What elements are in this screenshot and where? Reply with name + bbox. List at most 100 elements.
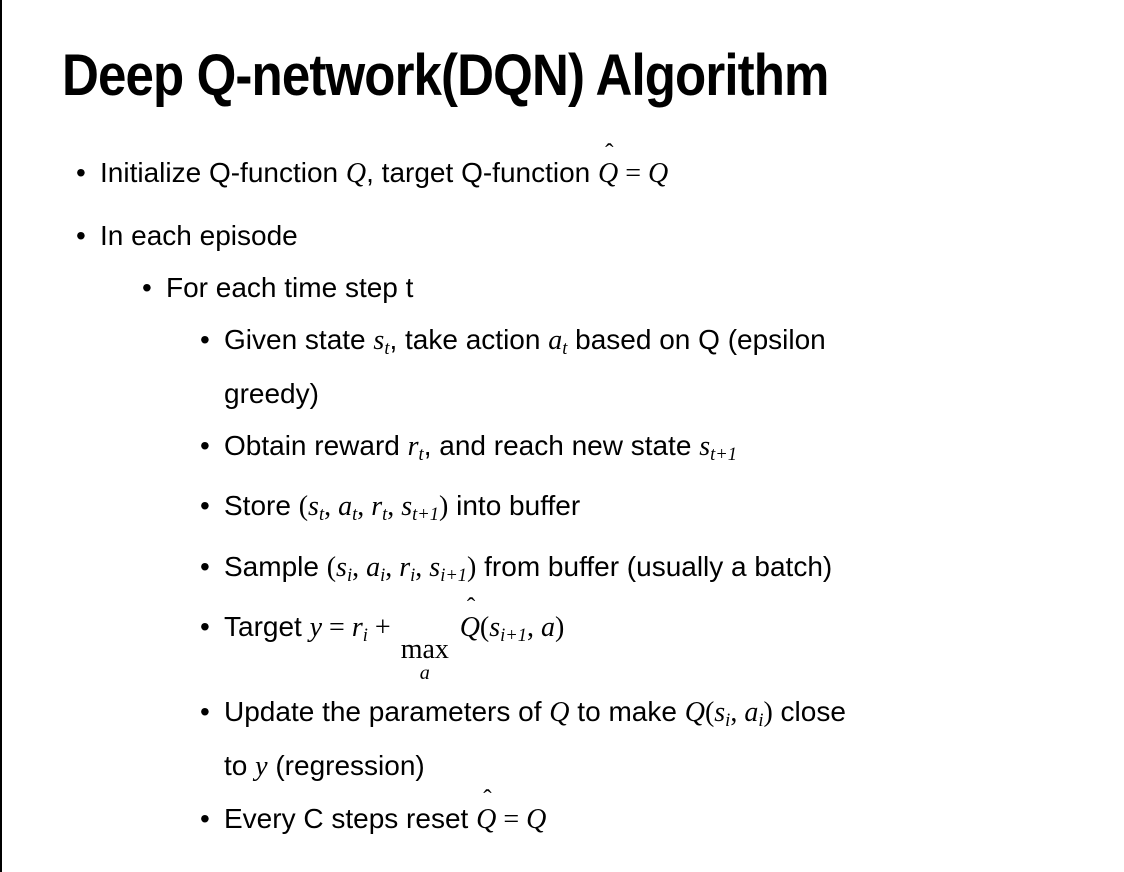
text-segment: to make xyxy=(569,696,685,728)
math-sub: i xyxy=(758,710,764,731)
math-symbol-segment: ( xyxy=(298,491,309,523)
bullet-icon: • xyxy=(200,696,210,728)
math-subscript-segment: st+1 xyxy=(401,490,439,524)
math-subscript-segment: st+1 xyxy=(699,430,737,465)
math-sub: i+1 xyxy=(500,624,527,645)
math-subscript-segment: st xyxy=(373,324,389,358)
bullet-item: •Update the parameters of Q to make Q(si… xyxy=(2,689,1114,790)
hat-icon: ˆ xyxy=(605,139,614,167)
math-segment: y xyxy=(309,611,323,643)
text-line: Given state st, take action at based on … xyxy=(224,317,1114,371)
text-segment: , and reach new state xyxy=(423,430,700,462)
text-segment: Sample xyxy=(224,550,327,582)
math-base: s xyxy=(308,491,319,523)
math-subscript-segment: si+1 xyxy=(429,551,468,585)
math-symbol-segment: ( xyxy=(326,551,337,583)
math-base: s xyxy=(373,325,385,356)
math-sub: t+1 xyxy=(412,504,440,525)
math-symbol-segment: ) xyxy=(439,491,449,523)
math-subscript-segment: rt xyxy=(408,430,424,465)
bullet-icon: • xyxy=(200,803,210,835)
math-subscript-segment: si+1 xyxy=(489,611,527,645)
math-base: a xyxy=(744,697,759,729)
bullet-text: Store (st, at, rt, st+1) into buffer xyxy=(224,483,1114,537)
bullet-icon: • xyxy=(200,430,210,462)
math-sub: t xyxy=(418,444,424,465)
slide-title: Deep Q-network(DQN) Algorithm xyxy=(62,43,829,108)
math-symbol-segment: ) xyxy=(763,697,773,729)
bullet-item: • In each episode xyxy=(2,213,1114,259)
bullet-text: In each episode xyxy=(100,213,1114,259)
text-segment: Every C steps reset xyxy=(224,803,477,835)
math-base: s xyxy=(489,611,501,643)
math-subscript-segment: at xyxy=(338,490,357,524)
math-segment: Q xyxy=(648,158,669,189)
math-symbol-segment: = xyxy=(496,804,527,836)
text-line: For each time step t xyxy=(166,265,1114,311)
math-symbol-segment: , xyxy=(357,491,372,523)
text-segment: Target xyxy=(224,610,310,642)
text-segment: Store xyxy=(224,490,299,522)
math-symbol-segment: , xyxy=(385,551,400,583)
math-symbol-segment: , xyxy=(527,611,541,643)
bullet-icon: • xyxy=(200,610,210,642)
math-sub: i xyxy=(380,564,386,585)
math-segment: Q xyxy=(549,697,570,729)
math-sub: t+1 xyxy=(710,444,737,465)
under-script: a xyxy=(419,662,430,685)
bullet-icon: • xyxy=(200,490,210,522)
bullet-text: Obtain reward rt, and reach new state st… xyxy=(224,423,1114,477)
math-subscript-segment: st xyxy=(308,490,324,524)
text-segment: into buffer xyxy=(448,490,581,522)
bullet-item: • Obtain reward rt, and reach new state s… xyxy=(2,423,1114,477)
bullet-icon: • xyxy=(200,324,210,355)
bullet-icon: • xyxy=(76,157,86,188)
text-segment: , target Q-function xyxy=(366,157,599,188)
text-line: Initialize Q-function Q, target Q-functi… xyxy=(100,141,1114,197)
math-symbol-segment: ( xyxy=(704,697,715,729)
math-sub: i+1 xyxy=(440,564,468,585)
math-base: s xyxy=(401,491,413,523)
bullet-item: •Sample (si, ai, ri, si+1) from buffer (… xyxy=(2,544,1114,598)
text-line: to y (regression) xyxy=(224,743,1114,790)
math-base: Q xyxy=(476,804,497,836)
text-segment: In each episode xyxy=(100,220,298,251)
math-symbol-segment: ( xyxy=(479,611,490,643)
math-subscript-segment: at xyxy=(548,324,567,358)
bullet-item: • For each time step t xyxy=(2,265,1114,311)
text-segment: , take action xyxy=(389,324,549,355)
math-base: s xyxy=(699,431,711,463)
text-segment: Given state xyxy=(224,324,374,355)
text-line: Obtain reward rt, and reach new state st… xyxy=(224,423,1114,477)
math-subscript-segment: si xyxy=(336,551,353,585)
math-base: Q xyxy=(459,611,480,643)
bullet-icon: • xyxy=(76,220,86,251)
math-symbol-segment: ) xyxy=(467,551,477,583)
bullet-icon: • xyxy=(142,272,152,303)
math-sub: t xyxy=(318,504,325,525)
math-sub: i xyxy=(410,564,416,585)
math-symbol-segment: , xyxy=(352,551,367,583)
math-symbol-segment: , xyxy=(730,697,745,729)
text-segment: Obtain reward xyxy=(224,430,408,462)
math-segment: y xyxy=(255,751,268,783)
text-segment: from buffer (usually a batch) xyxy=(476,550,833,582)
hat-icon: ˆ xyxy=(466,593,476,621)
math-sub: t xyxy=(382,504,388,525)
text-segment: close xyxy=(772,696,846,728)
math-symbol-segment: , xyxy=(324,491,339,523)
math-base: r xyxy=(371,491,383,523)
math-segment: Q xyxy=(345,158,367,189)
math-sub: i xyxy=(346,564,353,585)
text-segment: Update the parameters of xyxy=(224,696,550,728)
text-line: In each episode xyxy=(100,213,1114,259)
